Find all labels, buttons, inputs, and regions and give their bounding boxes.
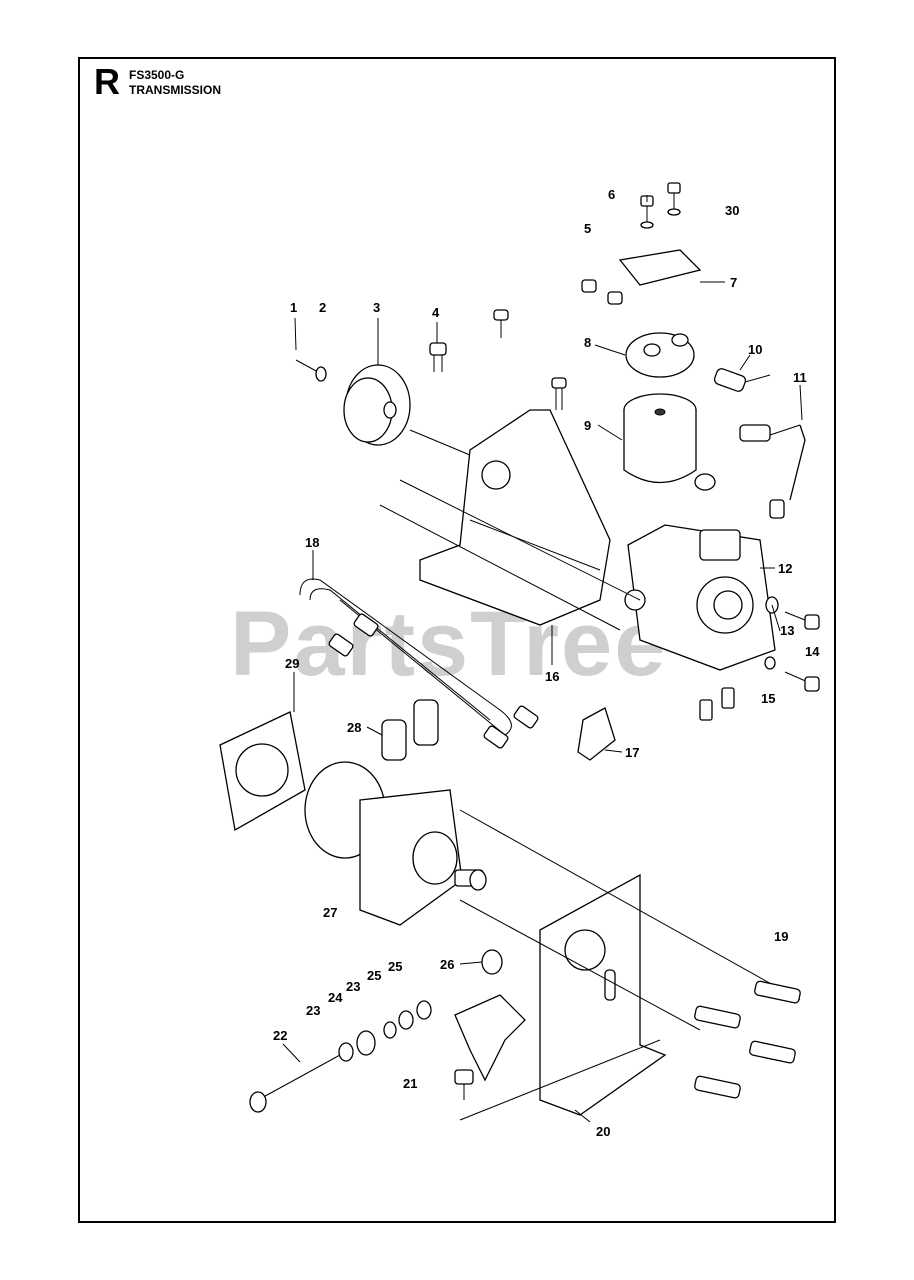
callout-28: 28 [347, 720, 361, 735]
diagram-title: TRANSMISSION [129, 83, 222, 97]
part-filter-head[interactable] [625, 332, 695, 378]
part-fittings-15[interactable] [699, 687, 735, 721]
part-elbow-fitting[interactable] [713, 367, 771, 392]
callout-3: 3 [373, 300, 380, 315]
callout-22: 22 [273, 1028, 287, 1043]
diagram-frame [78, 57, 836, 1223]
part-mount-bolts[interactable] [694, 980, 801, 1099]
part-bolt-stack[interactable] [249, 1000, 432, 1113]
callout-23b: 23 [346, 979, 360, 994]
callout-18: 18 [305, 535, 319, 550]
part-bolt-washer[interactable] [295, 359, 327, 382]
callout-23a: 23 [306, 1003, 320, 1018]
callout-19: 19 [774, 929, 788, 944]
leader-lines [282, 195, 803, 1123]
part-gasket[interactable] [219, 711, 306, 832]
callout-17: 17 [625, 745, 639, 760]
part-pulley[interactable] [343, 364, 471, 456]
callout-labels: 1 2 3 4 5 6 7 8 9 10 11 12 13 14 15 16 1… [273, 187, 820, 1139]
callout-2: 2 [319, 300, 326, 315]
section-letter: R [94, 61, 120, 102]
callout-12: 12 [778, 561, 792, 576]
part-pump-bracket[interactable] [379, 409, 641, 631]
part-hose-11[interactable] [739, 424, 806, 519]
callout-8: 8 [584, 335, 591, 350]
callout-25a: 25 [367, 968, 381, 983]
part-motor-mount[interactable] [459, 809, 801, 1121]
part-clip[interactable] [577, 707, 616, 761]
callout-10: 10 [748, 342, 762, 357]
callout-1: 1 [290, 300, 297, 315]
callout-21: 21 [403, 1076, 417, 1091]
part-bracket-21[interactable] [454, 949, 526, 1100]
part-hydraulic-motor[interactable] [304, 761, 487, 926]
part-elbow-fittings-28[interactable] [381, 699, 439, 761]
callout-11: 11 [793, 370, 807, 385]
callout-14: 14 [805, 644, 820, 659]
callout-15: 15 [761, 691, 775, 706]
callout-13: 13 [780, 623, 794, 638]
callout-6: 6 [608, 187, 615, 202]
callout-30: 30 [725, 203, 739, 218]
callout-16: 16 [545, 669, 559, 684]
callout-26: 26 [440, 957, 454, 972]
callout-29: 29 [285, 656, 299, 671]
callout-4: 4 [432, 305, 440, 320]
watermark: PartsTree [230, 593, 667, 695]
part-hydraulic-pump[interactable] [624, 473, 776, 671]
part-filter[interactable] [623, 393, 697, 484]
part-hose-assembly[interactable] [299, 578, 539, 749]
callout-25b: 25 [388, 959, 402, 974]
callout-5: 5 [584, 221, 591, 236]
model-number: FS3500-G [129, 68, 185, 82]
callout-24: 24 [328, 990, 343, 1005]
part-bolt-4[interactable] [429, 309, 567, 410]
part-filter-bracket[interactable] [581, 182, 725, 305]
callout-7: 7 [730, 275, 737, 290]
callout-27: 27 [323, 905, 337, 920]
callout-9: 9 [584, 418, 591, 433]
callout-20: 20 [596, 1124, 610, 1139]
